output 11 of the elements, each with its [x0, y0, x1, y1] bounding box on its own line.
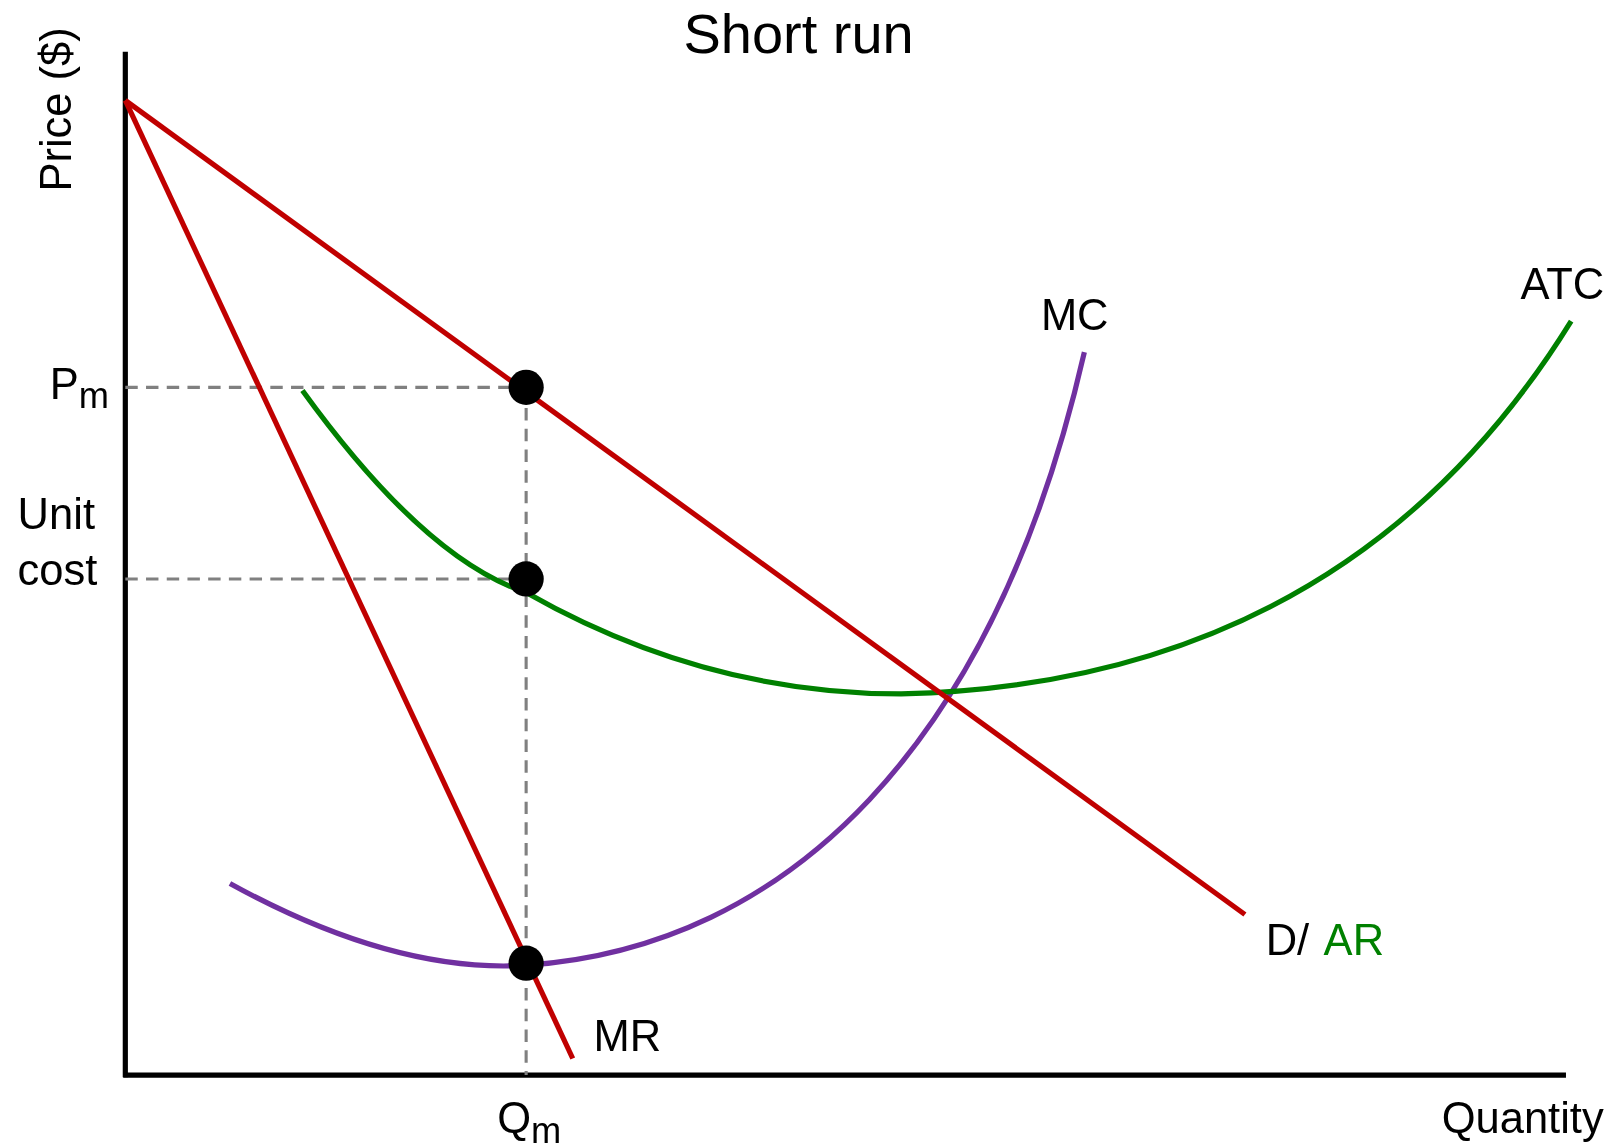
curve-label: MR — [593, 1012, 662, 1061]
curve-label: ATC — [1520, 261, 1605, 309]
curve-label: MC — [1040, 292, 1109, 340]
axis-title: Price ($) — [33, 27, 81, 192]
axis-title: Quantity — [1441, 1094, 1604, 1143]
curve-label: D/ — [1265, 916, 1310, 965]
axis-value-label: P$_{m}$ — [49, 360, 109, 418]
chart-title: Short run — [683, 2, 914, 65]
curve-label: AR — [1323, 916, 1385, 965]
axis-value-label: Unit cost — [17, 488, 99, 597]
axis-value-label: Q$_{m}$ — [497, 1094, 562, 1146]
